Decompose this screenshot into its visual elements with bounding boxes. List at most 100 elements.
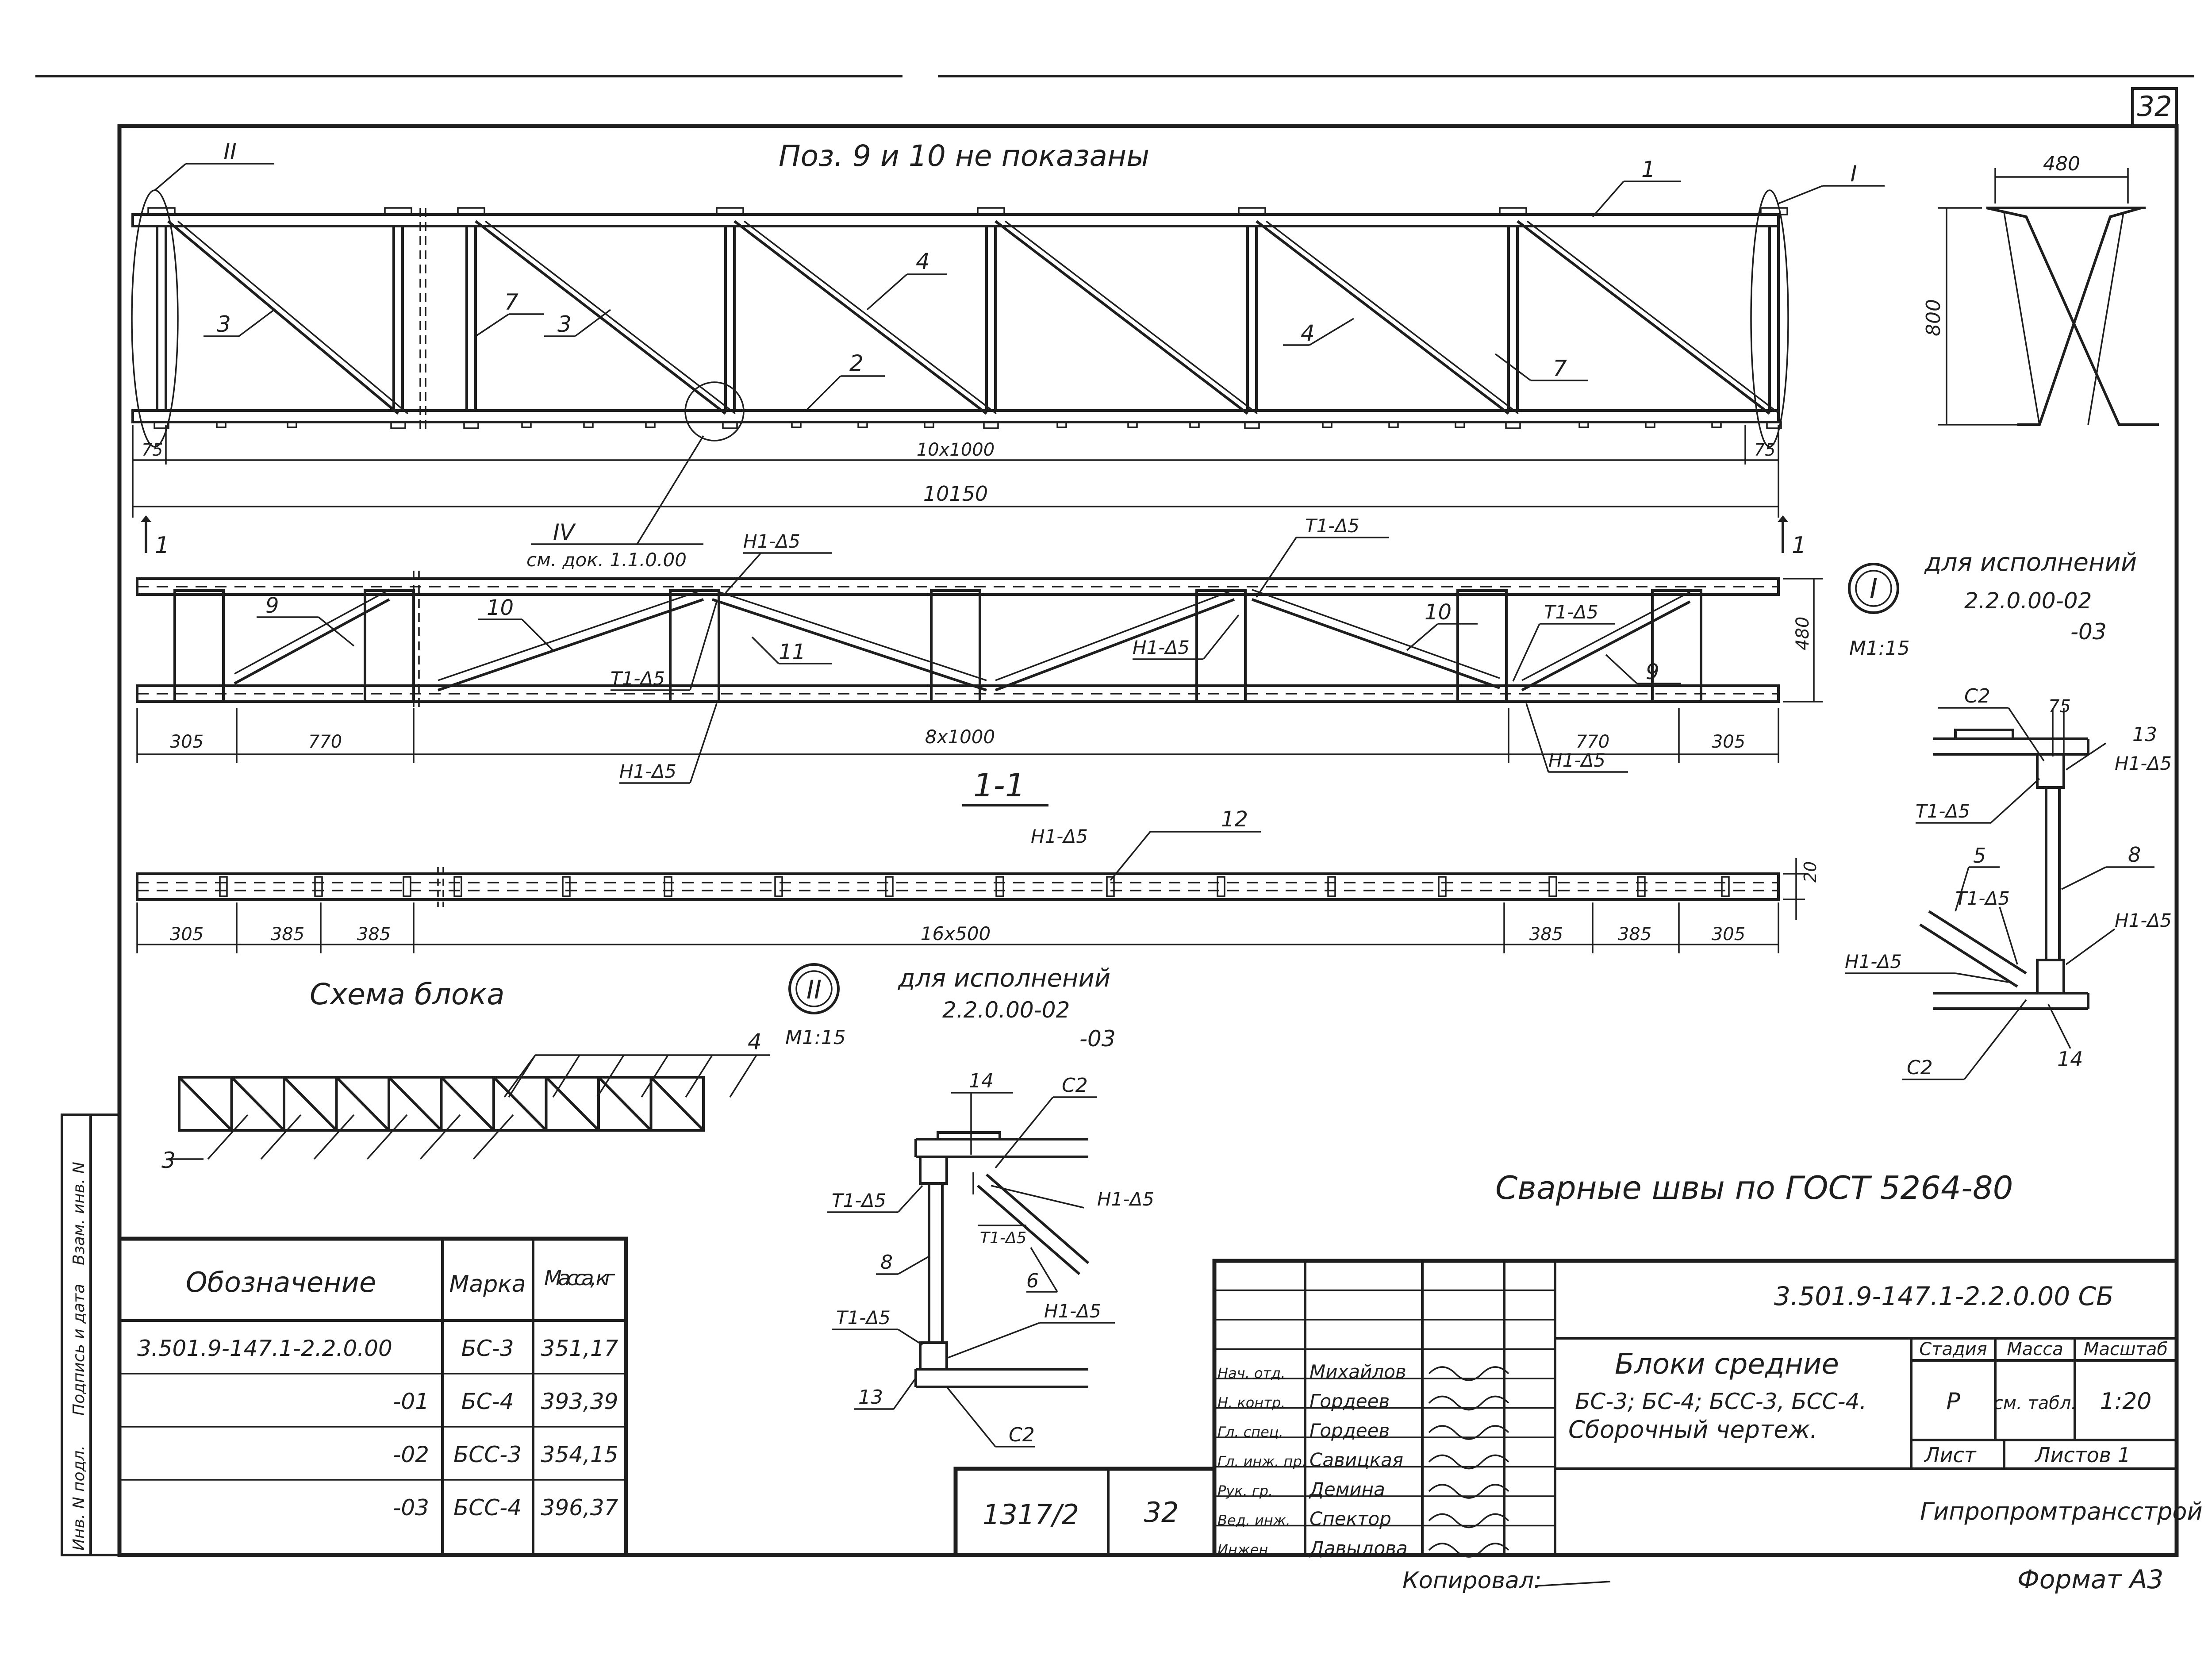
- weld-h1: Н1-Δ5: [1548, 749, 1605, 771]
- title-person: Давыдова: [1309, 1537, 1408, 1559]
- spec-header-designation: Обозначение: [186, 1266, 376, 1298]
- signature: [1428, 1513, 1509, 1528]
- scheme-leader: [419, 1114, 461, 1160]
- section-rib: [664, 876, 672, 897]
- stage-value: Р: [1946, 1388, 1960, 1415]
- scheme-leader: [552, 1055, 580, 1098]
- weld-c2: С2: [1009, 1424, 1035, 1446]
- bottom-plate: [983, 421, 999, 429]
- dim-75: 75: [2048, 696, 2071, 717]
- callout-I-ring: [1750, 189, 1789, 448]
- scheme-diagonal: [283, 1076, 338, 1132]
- scale-value: 1:20: [2100, 1388, 2152, 1415]
- gusset-plates: [173, 589, 1702, 703]
- vertical-post: [465, 225, 477, 412]
- bottom-plate: [722, 421, 738, 429]
- dim-305: 305: [170, 732, 204, 752]
- spec-row-mark: БС-3: [461, 1336, 514, 1361]
- pos-2: 2: [849, 350, 864, 376]
- mass-header: Масса: [2007, 1339, 2063, 1359]
- title-block: [1212, 1259, 2179, 1557]
- scheme-title: Схема блока: [310, 977, 505, 1011]
- bottom-shim: [521, 421, 532, 428]
- diagonal-brace-edge: [1265, 220, 1519, 415]
- spec-row-designation: -01: [393, 1389, 429, 1414]
- spec-header-mass: Масса, кг: [544, 1266, 615, 1290]
- dim-770: 770: [308, 732, 342, 752]
- bottom-plate: [1766, 421, 1782, 429]
- spec-row-mark: БСС-4: [453, 1495, 522, 1521]
- bottom-shim: [287, 421, 297, 428]
- detail-II-label: II: [806, 975, 822, 1005]
- title-doc-type: Сборочный чертеж.: [1568, 1416, 1817, 1444]
- weld-t1: Т1-Δ5: [1544, 601, 1598, 623]
- vertical-post: [156, 225, 167, 412]
- section-ribs: [219, 876, 1730, 897]
- gusset-plate: [1195, 589, 1247, 703]
- top-plate: [716, 207, 744, 215]
- gusset-plate: [930, 589, 981, 703]
- top-plate: [1499, 207, 1527, 215]
- signature: [1428, 1454, 1509, 1470]
- weld-t1: Т1-Δ5: [1305, 515, 1359, 537]
- bottom-shim: [1127, 421, 1138, 428]
- dim-305: 305: [170, 924, 204, 945]
- weld-t1: Т1-Δ5: [611, 668, 665, 689]
- detail-I-variant1: 2.2.0.00-02: [1964, 588, 2092, 614]
- title-role: Н. контр.: [1217, 1394, 1285, 1411]
- top-plate: [147, 207, 176, 215]
- stage-header: Стадия: [1919, 1339, 1987, 1359]
- scheme-leader: [685, 1055, 713, 1098]
- title-role: Гл. инж. пр.: [1217, 1453, 1306, 1470]
- spec-row-mass: 351,17: [541, 1336, 618, 1361]
- plan-brace: [712, 598, 987, 691]
- bottom-shim: [1056, 421, 1067, 428]
- weld-h1: Н1-Δ5: [2115, 910, 2172, 931]
- weld-h1: Н1-Δ5: [1097, 1188, 1154, 1210]
- pos-4: 4: [916, 249, 930, 274]
- mass-value: см. табл.: [1993, 1393, 2077, 1413]
- weld-h1: Н1-Δ5: [1845, 951, 1902, 972]
- weld-t1: Т1-Δ5: [1916, 800, 1970, 822]
- detail-II-variant2: -03: [1079, 1026, 1116, 1052]
- see-document: см. док. 1.1.0.00: [526, 549, 687, 571]
- dim-385: 385: [1529, 924, 1563, 945]
- title-main: Блоки средние: [1615, 1348, 1839, 1381]
- detail-II-variant1: 2.2.0.00-02: [942, 997, 1070, 1023]
- top-plate: [1760, 207, 1788, 215]
- side-stamp-sign: Подпись и дата: [70, 1284, 88, 1416]
- top-plate: [977, 207, 1005, 215]
- bottom-shim: [1388, 421, 1399, 428]
- diagonal-brace: [167, 220, 399, 415]
- plan-brace: [1251, 598, 1501, 689]
- pos-1: 1: [1641, 157, 1655, 182]
- top-plate: [384, 207, 412, 215]
- detail-II-drawing: [914, 1131, 1089, 1388]
- pos-5: 5: [1973, 844, 1986, 868]
- section-mark-left: 1: [155, 532, 169, 559]
- plan-view: [136, 571, 1780, 712]
- section-rib: [219, 876, 228, 897]
- plan-braces: [234, 589, 1691, 691]
- bottom-shim: [216, 421, 227, 428]
- title-role: Инжен.: [1217, 1541, 1272, 1558]
- scheme-diagonal: [545, 1076, 600, 1132]
- vertical-post: [985, 225, 997, 412]
- section-rib: [453, 876, 462, 897]
- scheme-leader: [207, 1114, 249, 1160]
- scale-header: Масштаб: [2084, 1339, 2168, 1359]
- spec-table: [117, 1236, 628, 1557]
- pos-4: 4: [1301, 320, 1315, 346]
- diagonal-brace-edge: [484, 220, 736, 415]
- diagonal-brace: [733, 220, 987, 415]
- title-person: Спектор: [1310, 1508, 1391, 1530]
- plan-brace: [438, 598, 704, 691]
- scheme-leader: [641, 1055, 669, 1098]
- weld-h1: Н1-Δ5: [1133, 637, 1190, 658]
- pos-3: 3: [557, 311, 572, 337]
- detail-I-caption: для исполнений: [1924, 548, 2137, 577]
- organization: Гипропромтрансстрой: [1920, 1498, 2203, 1525]
- spec-row-designation: -03: [393, 1495, 429, 1521]
- dim-20: 20: [1801, 861, 1820, 883]
